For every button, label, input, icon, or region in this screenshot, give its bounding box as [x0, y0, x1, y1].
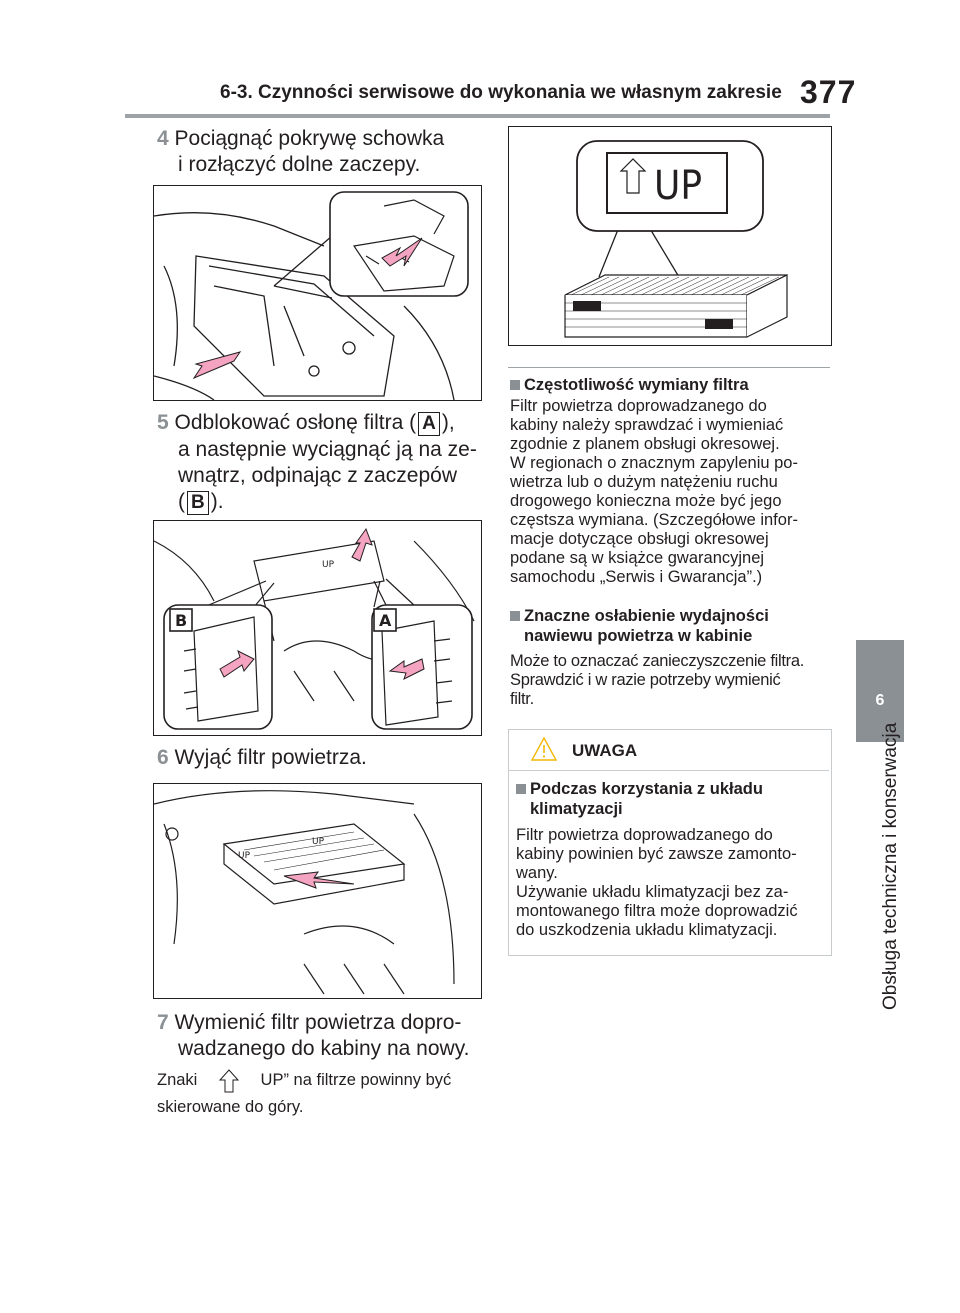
- body-line: W regionach o znacznym zapyleniu po-: [510, 454, 798, 472]
- figure-filter-cover: UP B A: [153, 520, 482, 736]
- step-number: 4: [157, 127, 169, 150]
- warning-box: [508, 729, 832, 956]
- section-heading-airflow: Znaczne osłabienie wydajności nawiewu po…: [510, 606, 769, 646]
- note-text: Znaki: [157, 1071, 198, 1089]
- running-header: 6-3. Czynności serwisowe do wykonania we…: [220, 82, 782, 103]
- figure-label-b: B: [175, 611, 187, 630]
- step-text: ),: [441, 411, 455, 434]
- figure-label-a: A: [379, 611, 392, 630]
- figure-remove-filter: UP UP: [153, 783, 482, 999]
- note-line-1: Znaki UP” na filtrze powinny być: [157, 1068, 451, 1093]
- figure-glovebox: [153, 185, 482, 401]
- callout-marker-a: A: [418, 412, 440, 436]
- body-line: zgodnie z planem obsługi okresowej.: [510, 435, 780, 453]
- step-text: Wymienić filtr powietrza dopro-: [174, 1011, 462, 1034]
- step-number: 6: [157, 746, 169, 769]
- chapter-side-label: Obsługa techniczna i konserwacja: [880, 722, 901, 1010]
- step-5-line-2: a następnie wyciągnąć ją na ze-: [178, 438, 477, 461]
- body-line: Filtr powietrza doprowadzanego do: [510, 397, 767, 415]
- body-line: wietrza lub o dużym natężeniu ruchu: [510, 473, 778, 491]
- body-line: samochodu „Serwis i Gwarancja”.): [510, 568, 763, 586]
- body-line: Sprawdzić i w razie potrzeby wymienić: [510, 671, 781, 689]
- step-text: (: [178, 490, 185, 513]
- figure-up-label: UP: [238, 851, 251, 861]
- note-line-2: skierowane do góry.: [157, 1098, 304, 1116]
- warning-heading: Podczas korzystania z układu klimatyzacj…: [516, 779, 763, 819]
- step-5-line-3: wnątrz, odpinając z zaczepów: [178, 464, 457, 487]
- section-body-airflow: Może to oznaczać zanieczyszczenie filtra…: [510, 652, 830, 709]
- warning-heading-text: Podczas korzystania z układu: [530, 780, 763, 798]
- step-text: Wyjąć filtr powietrza.: [174, 746, 367, 769]
- section-heading-text: Częstotliwość wymiany filtra: [524, 376, 749, 394]
- callout-marker-b: B: [187, 491, 209, 515]
- body-line: filtr.: [510, 690, 534, 708]
- section-rule: [508, 367, 830, 368]
- body-line: Używanie układu klimatyzacji bez za-: [516, 883, 789, 901]
- section-heading-text: nawiewu powietrza w kabinie: [524, 627, 753, 645]
- step-4: 4 Pociągnąć pokrywę schowka: [157, 126, 444, 152]
- square-bullet-icon: [516, 784, 526, 794]
- warning-heading-text: klimatyzacji: [530, 800, 623, 818]
- body-line: podane są w książce gwarancyjnej: [510, 549, 765, 567]
- up-arrow-icon: [218, 1068, 240, 1093]
- step-5: 5 Odblokować osłonę filtra (A),: [157, 410, 455, 436]
- header-rule: [125, 114, 830, 118]
- square-bullet-icon: [510, 611, 520, 621]
- section-heading-frequency: Częstotliwość wymiany filtra: [510, 375, 749, 395]
- warning-body: Filtr powietrza doprowadzanego do kabiny…: [516, 826, 826, 940]
- figure-up-filter: UP: [508, 126, 832, 346]
- step-text: Pociągnąć pokrywę schowka: [174, 127, 445, 150]
- body-line: kabiny należy sprawdzać i wymieniać: [510, 416, 784, 434]
- body-line: montowanego filtra może doprowadzić: [516, 902, 798, 920]
- square-bullet-icon: [510, 380, 520, 390]
- step-text: Odblokować osłonę filtra (: [174, 411, 417, 434]
- chapter-tab: [856, 640, 904, 742]
- chapter-tab-number: 6: [875, 692, 885, 709]
- step-7-line-2: wadzanego do kabiny na nowy.: [178, 1037, 470, 1060]
- figure-up-label: UP: [322, 560, 335, 570]
- body-line: Filtr powietrza doprowadzanego do: [516, 826, 773, 844]
- step-4-line-2: i rozłączyć dolne zaczepy.: [178, 153, 421, 176]
- warning-title: UWAGA: [572, 741, 638, 760]
- body-line: Może to oznaczać zanieczyszczenie filtra…: [510, 652, 804, 670]
- section-body-frequency: Filtr powietrza doprowadzanego do kabiny…: [510, 397, 830, 587]
- section-heading-text: Znaczne osłabienie wydajności: [524, 607, 769, 625]
- body-line: częstsza wymiana. (Szczegółowe infor-: [510, 511, 798, 529]
- figure-up-label: UP: [312, 837, 325, 847]
- step-number: 7: [157, 1011, 169, 1034]
- body-line: macje dotyczące obsługi okresowej: [510, 530, 769, 548]
- up-label: UP: [654, 163, 702, 209]
- body-line: wany.: [516, 864, 558, 882]
- step-6: 6 Wyjąć filtr powietrza.: [157, 745, 367, 771]
- step-5-line-4: (B).: [178, 489, 224, 515]
- body-line: drogowego konieczna może być jego: [510, 492, 782, 510]
- warning-header: [509, 730, 829, 771]
- note-text: UP” na filtrze powinny być: [260, 1071, 452, 1089]
- body-line: do uszkodzenia układu klimatyzacji.: [516, 921, 778, 939]
- warning-triangle-icon: [530, 736, 558, 761]
- body-line: kabiny powinien być zawsze zamonto-: [516, 845, 797, 863]
- step-text: ).: [210, 490, 224, 513]
- page-number: 377: [800, 74, 857, 110]
- step-7: 7 Wymienić filtr powietrza dopro-: [157, 1010, 461, 1036]
- step-number: 5: [157, 411, 169, 434]
